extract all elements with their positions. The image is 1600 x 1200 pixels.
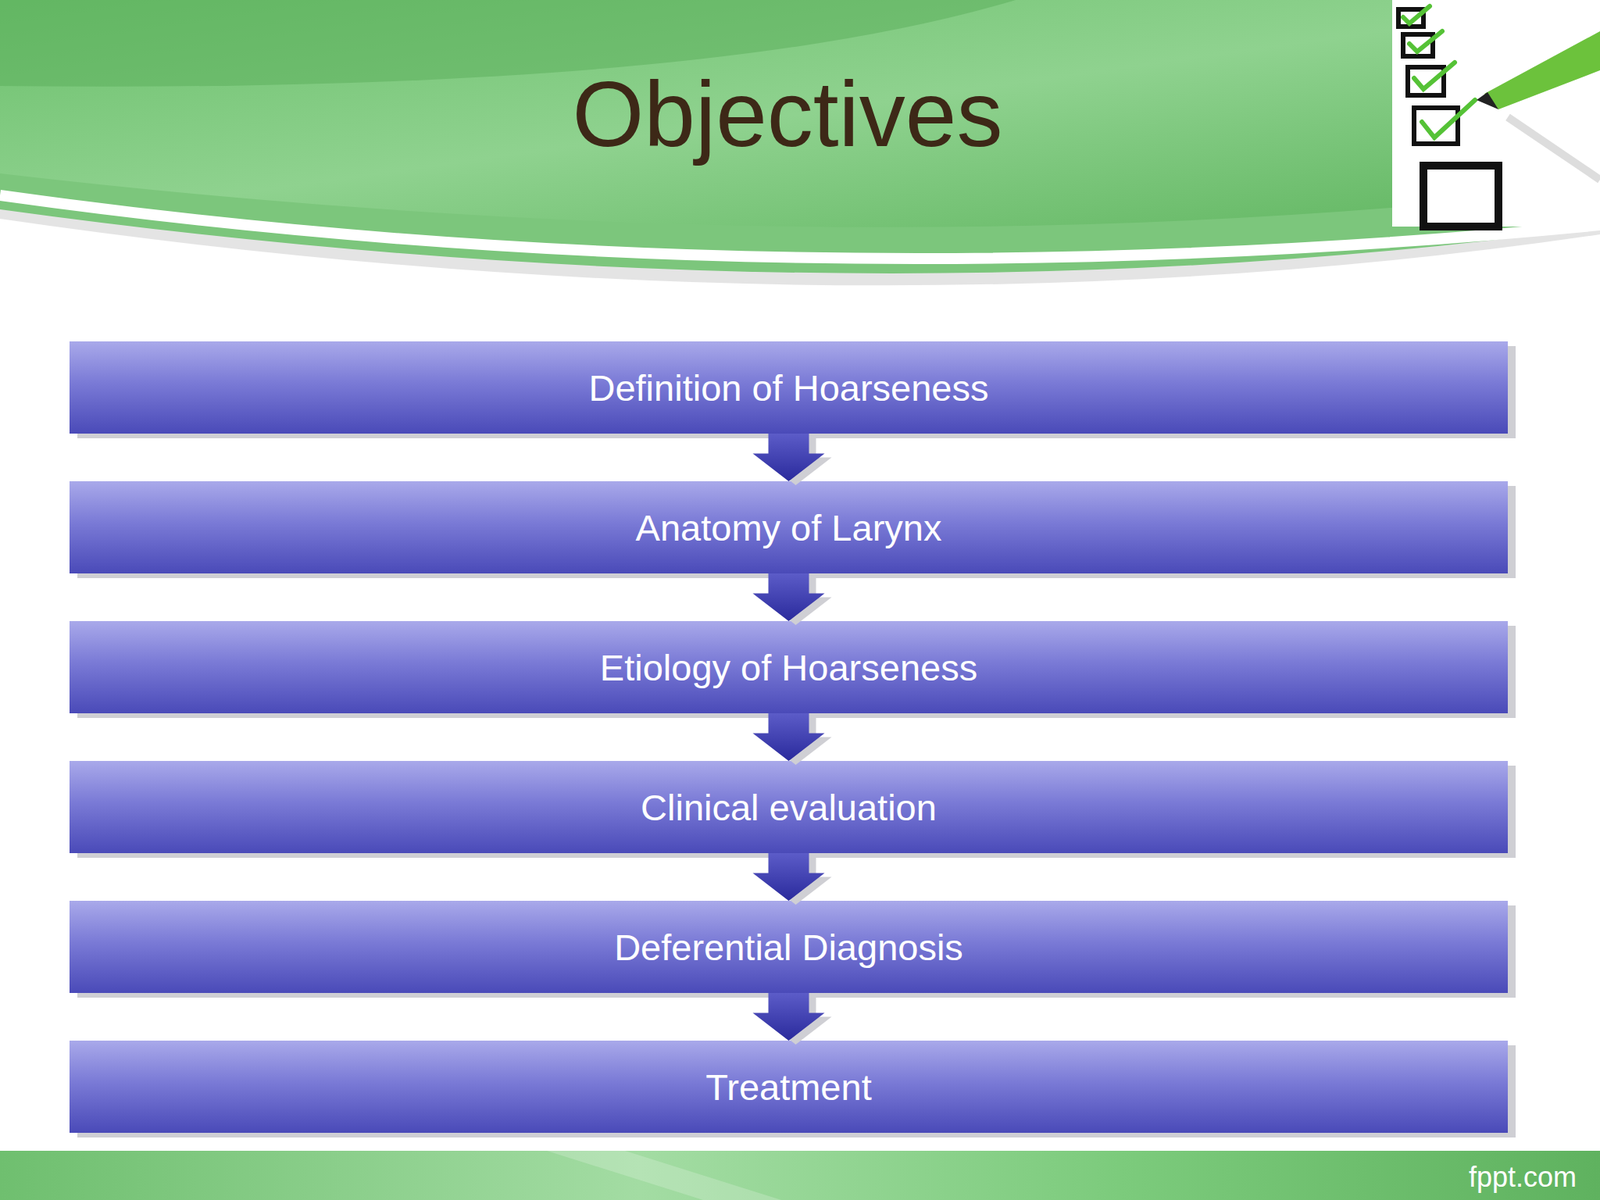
objective-text: Treatment [705, 1065, 872, 1109]
objective-text: Definition of Hoarseness [588, 366, 989, 410]
header-swoosh [0, 0, 1600, 286]
flow-arrow [753, 433, 825, 482]
flow-arrow-group [753, 433, 833, 486]
objective-text: Clinical evaluation [640, 785, 937, 829]
objective-bar: Treatment [69, 1040, 1508, 1133]
watermark: fppt.com [1468, 1160, 1577, 1194]
objective-text: Anatomy of Larynx [635, 506, 943, 550]
objective-text: Etiology of Hoarseness [600, 646, 978, 690]
flow-arrow [753, 992, 825, 1041]
flow-arrow [753, 573, 825, 622]
flow-arrow [753, 713, 825, 761]
arrow-shadow [760, 437, 833, 486]
flow-arrow-group [753, 713, 833, 765]
flow-arrow-group [753, 992, 833, 1045]
arrow-shadow [760, 996, 833, 1045]
objective-bar: Clinical evaluation [69, 760, 1508, 854]
flow-arrow-group [753, 573, 833, 625]
slide-title: Objectives [0, 64, 1575, 166]
checklist-illustration [1392, 0, 1600, 227]
arrow-shadow [760, 577, 833, 625]
objective-text: Deferential Diagnosis [614, 925, 964, 969]
objective-bar: Definition of Hoarseness [69, 341, 1508, 434]
objective-bar: Deferential Diagnosis [69, 900, 1508, 993]
flow-arrow-group [753, 853, 833, 905]
arrow-shadow [760, 857, 833, 905]
flow-arrow [753, 853, 825, 901]
objective-bar: Etiology of Hoarseness [69, 621, 1508, 714]
footer-band [0, 1150, 1600, 1200]
objective-bar: Anatomy of Larynx [69, 481, 1508, 574]
arrow-shadow [760, 717, 833, 765]
